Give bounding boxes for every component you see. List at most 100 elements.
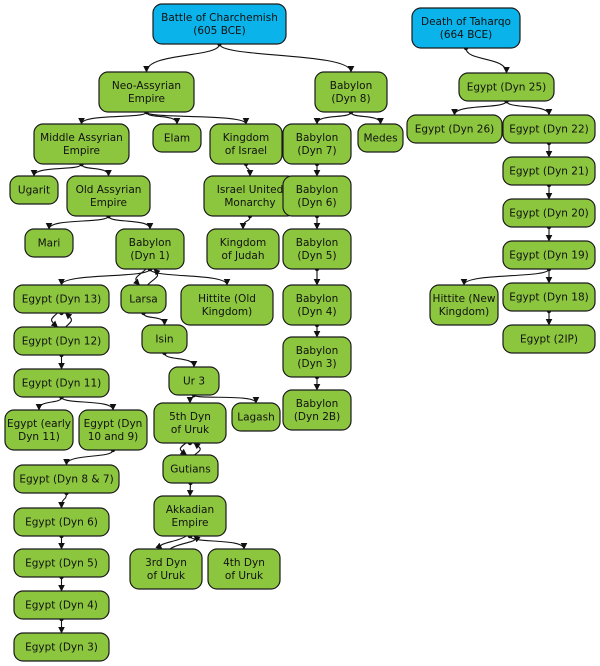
node-label: Egypt (Dyn 25) [467,82,546,94]
node-label: Egypt (Dyn 12) [22,336,101,348]
node-label: Kingdom) [202,306,253,318]
node-box-old-assyrian [66,175,151,217]
node-ugarit: Ugarit [9,175,59,205]
node-label: Babylon [296,132,339,144]
node-box-egypt-25 [458,72,555,102]
node-box-ur-3 [168,366,220,396]
node-lagash: Lagash [231,402,281,432]
edge-charchemish-to-babylon-8 [218,43,355,73]
node-box-egypt-11 [13,368,110,398]
edge-babylon-8-to-babylon-7 [313,111,352,125]
node-label: Hittite (Old [198,293,256,305]
node-label: Egypt (Dyn 18) [509,292,588,304]
node-egypt-4: Egypt (Dyn 4) [13,590,110,620]
node-label: Israel United [217,184,284,196]
node-gutians: Gutians [162,454,219,484]
node-box-babylon-4 [282,284,352,326]
node-label: Kingdom [220,237,266,249]
node-label: Egypt (Dyn 5) [25,558,98,570]
node-label: Babylon [296,184,339,196]
node-label: of Israel [225,145,267,157]
node-label: Egypt (Dyn 21) [509,166,588,178]
node-larsa: Larsa [120,284,167,314]
edge-egypt-10-9-to-egypt-8-7 [63,449,114,466]
node-label: Kingdom) [439,306,490,318]
node-box-kingdom-israel [209,123,283,165]
edge-uruk-3-to-akkadian [169,535,201,550]
edge-egypt-25-to-egypt-22 [505,100,553,116]
node-box-mari [24,228,74,258]
node-label: Elam [164,133,190,145]
node-babylon-6: Babylon(Dyn 6) [282,175,352,217]
node-box-egypt-19 [502,240,596,270]
node-label: Empire [128,93,165,105]
node-label: Neo-Assyrian [112,80,181,92]
node-label: Babylon [296,398,339,410]
node-box-egypt-20 [502,198,596,228]
node-label: (Dyn 1) [130,250,169,262]
node-egypt-5: Egypt (Dyn 5) [13,548,110,578]
edge-neo-assyrian-to-kingdom-israel [145,111,250,125]
node-label: Middle Assyrian [40,132,123,144]
node-mari: Mari [24,228,74,258]
node-box-egypt-22 [502,114,596,144]
node-box-uruk-5 [153,402,227,444]
node-label: Hittite (New [433,293,496,305]
node-label: Empire [172,517,209,529]
node-egypt-25: Egypt (Dyn 25) [458,72,555,102]
node-label: (Dyn 2B) [294,411,340,423]
node-label: Gutians [170,464,210,476]
node-box-egypt-13 [13,284,110,314]
edge-akkadian-to-uruk-3 [155,535,187,550]
node-label: (Dyn 7) [297,145,336,157]
node-label: Babylon [296,345,339,357]
node-label: 5th Dyn [169,411,211,423]
edge-taharqo-to-egypt-25 [465,47,510,74]
node-label: Egypt (Dyn 20) [509,208,588,220]
node-box-kingdom-judah [206,228,280,270]
node-egypt-12: Egypt (Dyn 12) [13,326,110,356]
edge-charchemish-to-neo-assyrian [143,43,221,73]
node-box-egypt-6 [13,507,110,537]
node-box-babylon-7 [282,123,352,165]
node-label: Kingdom [223,132,269,144]
edge-babylon-1-to-egypt-13 [58,268,151,286]
node-label: Empire [63,145,100,157]
node-babylon-7: Babylon(Dyn 7) [282,123,352,165]
edge-old-assyrian-to-babylon-1 [107,215,154,230]
node-label: (664 BCE) [440,29,493,41]
node-ur-3: Ur 3 [168,366,220,396]
node-label: Monarchy [224,197,275,209]
node-box-egypt-4 [13,590,110,620]
node-box-akkadian [153,495,227,537]
node-label: Egypt (Dyn 13) [22,294,101,306]
node-label: Egypt (Dyn 6) [25,517,98,529]
edge-israel-united-to-kingdom-judah [239,215,251,230]
node-box-egypt-21 [502,156,596,186]
edge-ur-3-to-lagash [193,394,260,404]
edge-egypt-25-to-egypt-26 [451,100,508,116]
node-box-babylon-6 [282,175,352,217]
node-egypt-2ip: Egypt (2IP) [502,324,596,354]
node-label: Medes [363,133,397,145]
edge-egypt-13-to-egypt-12 [50,312,58,328]
node-label: Egypt (Dyn 3) [25,642,98,654]
node-box-larsa [120,284,167,314]
node-label: Egypt (Dyn [84,418,143,430]
node-egypt-11: Egypt (Dyn 11) [13,368,110,398]
node-label: Ur 3 [183,376,205,388]
node-taharqo: Death of Taharqo(664 BCE) [411,7,521,49]
node-label: Dyn 11) [18,431,60,443]
node-box-neo-assyrian [98,71,195,113]
edge-egypt-11-to-egypt-10-9 [60,396,117,411]
node-box-elam [152,123,202,153]
node-label: Egypt (Dyn 26) [415,124,494,136]
node-label: (Dyn 5) [297,250,336,262]
node-label: (Dyn 6) [297,197,336,209]
